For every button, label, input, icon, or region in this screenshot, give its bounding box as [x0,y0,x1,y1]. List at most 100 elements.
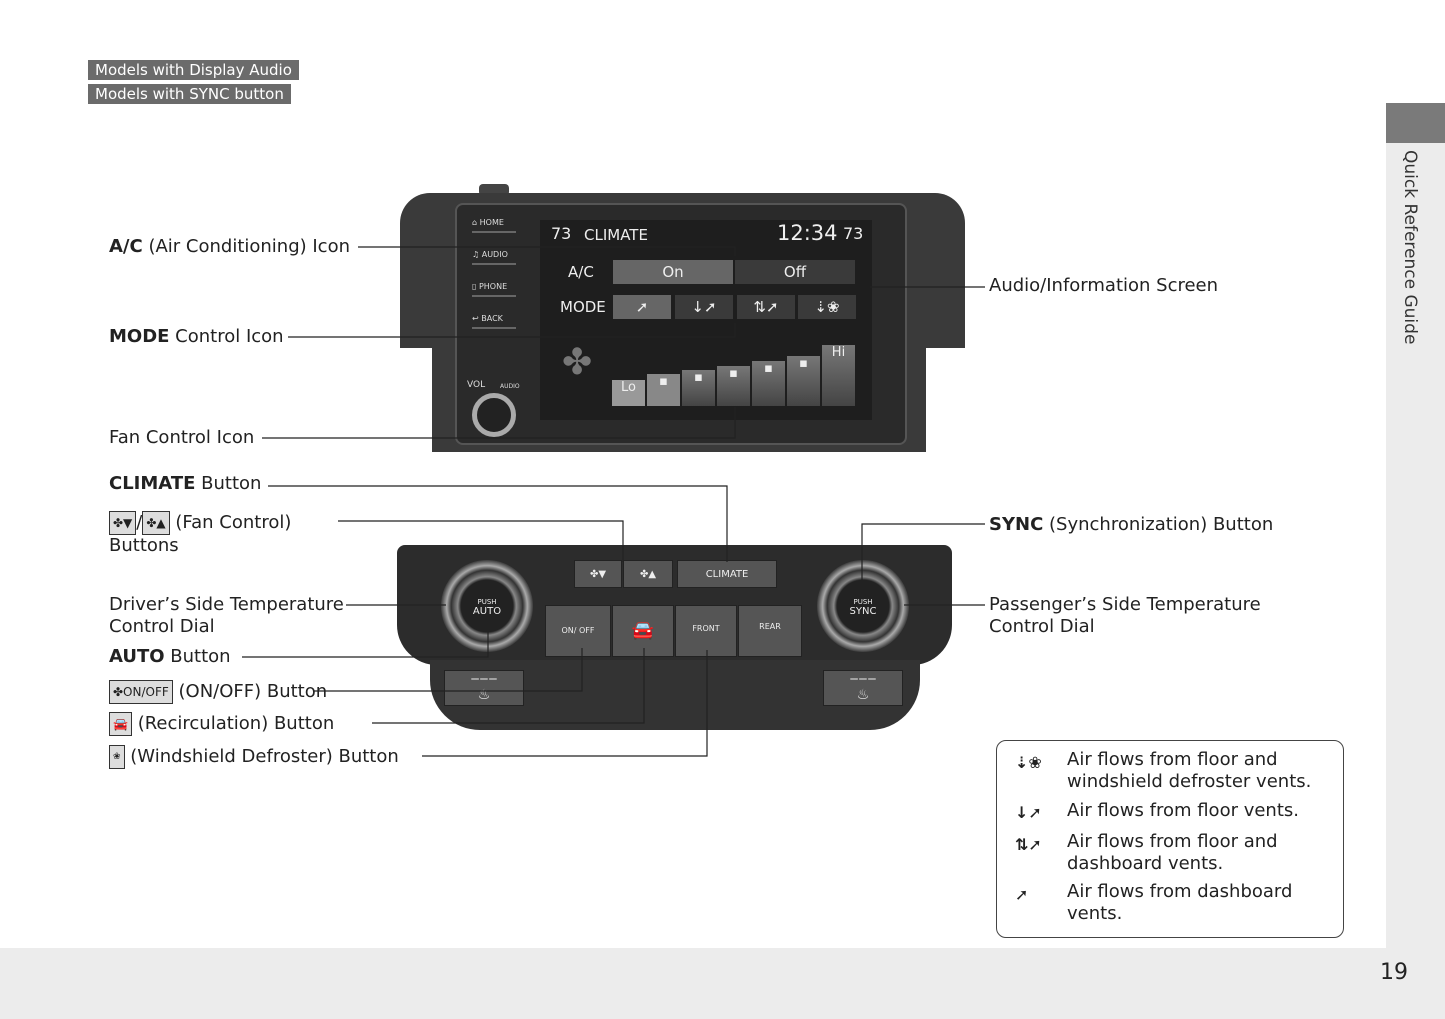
push-label: PUSH [477,598,497,606]
fan-level-5: ▪ [752,361,785,406]
floor-dashboard-mode-icon: ⇅➚ [1015,835,1042,854]
ac-label: A/C [568,263,594,281]
recirculation-button: 🚘 [612,605,674,657]
label-sync-rest: (Synchronization) Button [1043,514,1274,535]
fan-level-3: ▪ [682,370,715,406]
label-ac-bold: A/C [109,236,143,257]
dashboard-mode-icon: ➚ [1015,885,1029,904]
label-auto-rest: Button [164,646,231,667]
floor-mode-icon: ↓➚ [675,295,733,319]
label-passenger-line2: Control Dial [989,616,1095,637]
floor-defrost-mode-icon: ⇣❀ [1015,753,1042,772]
fan-down-button: ✤▼ [574,560,622,588]
label-fan-control-text: (Fan Control) [175,512,292,533]
label-mode-bold: MODE [109,326,170,347]
defroster-icon: ❀ [109,745,125,769]
driver-seat-heater-button: ‒‒‒♨ [444,670,524,706]
label-auto-button: AUTO Button [109,646,231,668]
footer [0,948,1445,1019]
label-sync-button: SYNC (Synchronization) Button [989,514,1273,536]
fan-level-6: ▪ [787,356,820,406]
legend-text2: windshield defroster vents. [1067,771,1312,792]
fan-level-4: ▪ [717,366,750,406]
fan-level-hi: Hi [822,345,855,406]
ac-on-button: On [613,260,733,284]
ac-onoff-button: ON/ OFF [545,605,611,657]
audio-label: AUDIO [481,250,508,259]
fan-down-icon: ✤▼ [109,511,137,535]
legend-text: Air flows from dashboard [1067,881,1293,902]
label-mode-icon: MODE Control Icon [109,326,284,348]
floor-defrost-mode-icon: ⇣❀ [798,295,856,319]
label-ac-rest: (Air Conditioning) Icon [142,236,350,257]
legend-text: Air flows from floor and [1067,831,1278,852]
rear-defroster-button: REAR [738,605,802,657]
label-defrost-text: (Windshield Defroster) Button [130,746,399,767]
passenger-seat-heater-button: ‒‒‒♨ [823,670,903,706]
auto-button: AUTO [472,606,502,617]
right-temp: 73 [843,224,864,243]
label-defrost-button: ❀ (Windshield Defroster) Button [109,745,399,769]
vol-label: VOL [467,380,486,390]
label-passenger-line1: Passenger’s Side Temperature [989,594,1261,615]
floor-mode-icon: ↓➚ [1015,803,1042,822]
label-screen: Audio/Information Screen [989,275,1219,296]
back-label: BACK [481,314,503,323]
label-climate-rest: Button [195,473,262,494]
home-key: ⌂ HOME [472,218,516,233]
fan-icon: ✤ [562,342,593,383]
label-mode-rest: Control Icon [169,326,284,347]
label-driver-line2: Control Dial [109,616,215,637]
label-climate-button: CLIMATE Button [109,473,261,495]
audio-power-label: AUDIO [500,383,520,390]
label-recirc-button: 🚘 (Recirculation) Button [109,712,334,736]
tag-display-audio: Models with Display Audio [88,60,299,80]
label-fan-control-text2: Buttons [109,535,179,556]
label-onoff-button: ✤ON/OFF (ON/OFF) Button [109,680,327,704]
dashboard-mode-icon: ➚ [613,295,671,319]
label-onoff-text: (ON/OFF) Button [178,681,328,702]
onoff-icon: ✤ON/OFF [109,680,173,704]
label-recirc-text: (Recirculation) Button [137,713,335,734]
back-key: ↩ BACK [472,314,516,329]
label-fan-icon: Fan Control Icon [109,427,255,448]
label-sync-bold: SYNC [989,514,1044,535]
push-label: PUSH [853,598,873,606]
fan-up-button: ✤▲ [623,560,673,588]
volume-knob [472,393,516,437]
fan-level-2: ▪ [647,374,680,406]
fan-up-icon: ✤▲ [142,511,170,535]
fan-level-lo: Lo [612,380,645,406]
home-label: HOME [479,218,504,227]
tag-sync-button: Models with SYNC button [88,84,291,104]
label-climate-bold: CLIMATE [109,473,196,494]
phone-label: PHONE [478,282,508,291]
floor-dashboard-mode-icon: ⇅➚ [737,295,795,319]
label-fan-control: ✤▼/✤▲ (Fan Control)Buttons [109,511,292,556]
front-defroster-button: FRONT [675,605,737,657]
legend-text: Air flows from floor vents. [1067,800,1299,821]
page-number: 19 [1380,960,1408,985]
mode-label: MODE [560,298,606,316]
legend-text2: dashboard vents. [1067,853,1224,874]
clock: 12:34 [777,221,838,245]
legend-text2: vents. [1067,903,1123,924]
label-driver-line1: Driver’s Side Temperature [109,594,344,615]
legend-text: Air flows from floor and [1067,749,1278,770]
screen-title: CLIMATE [584,226,648,244]
sync-button: SYNC [849,606,877,617]
ac-off-button: Off [735,260,855,284]
section-tab [1386,103,1445,143]
legend-item: Air flows from floor vents. [1067,800,1299,822]
left-temp: 73 [551,224,572,243]
phone-key: ▯ PHONE [472,282,516,297]
